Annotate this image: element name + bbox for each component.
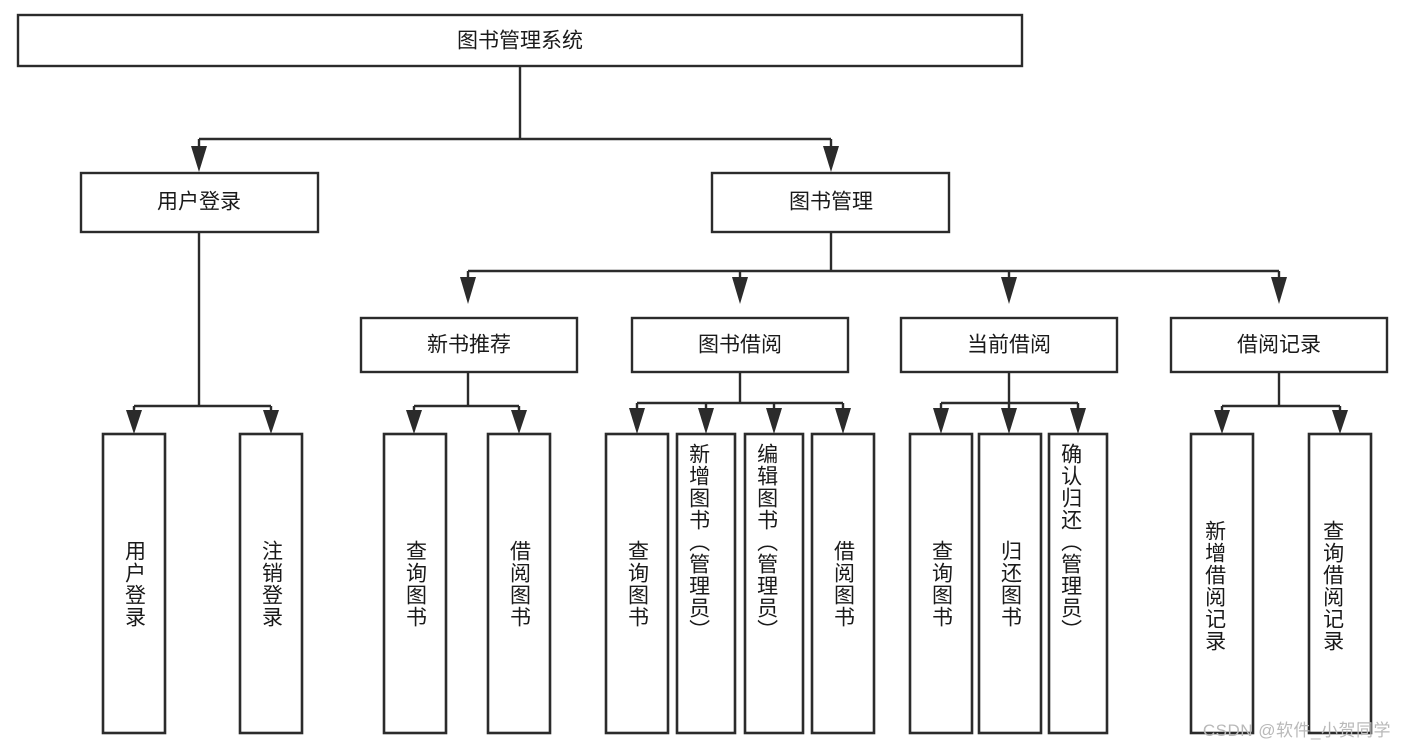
leaf-box[interactable] xyxy=(743,432,805,735)
connector-group-new-book xyxy=(406,373,527,434)
leaf-label: 注销登录 xyxy=(260,540,284,628)
leaf-label: 新增借阅记录 xyxy=(1203,520,1227,652)
leaf-label: 查询图书 xyxy=(626,540,650,628)
leaf-current-borrow-2[interactable]: 确认归还（管理员） xyxy=(1047,432,1109,735)
leaf-label: 查询借阅记录 xyxy=(1321,520,1345,652)
arrowhead-icon xyxy=(933,408,949,434)
arrowhead-icon xyxy=(1214,410,1230,434)
leaf-box[interactable] xyxy=(238,432,304,735)
arrowhead-icon xyxy=(191,146,207,172)
node-book-management-label: 图书管理 xyxy=(789,191,873,214)
leaf-current-borrow-0[interactable]: 查询图书 xyxy=(908,432,974,735)
connector-group-borrow-record xyxy=(1214,373,1348,434)
arrowhead-icon xyxy=(263,410,279,434)
leaf-box[interactable] xyxy=(382,432,448,735)
leaf-box[interactable] xyxy=(1307,432,1373,735)
leaf-label: 借阅图书 xyxy=(832,540,856,628)
arrowhead-icon xyxy=(766,408,782,434)
leaf-book-borrow-0[interactable]: 查询图书 xyxy=(604,432,670,735)
leaf-label: 查询图书 xyxy=(404,540,428,628)
node-book-borrow-label: 图书借阅 xyxy=(698,334,782,357)
node-user-login[interactable]: 用户登录 xyxy=(79,171,320,234)
arrowhead-icon xyxy=(629,408,645,434)
node-book-borrow[interactable]: 图书借阅 xyxy=(630,316,850,374)
leaf-label: 确认归还（管理员） xyxy=(1059,443,1083,641)
leaf-box[interactable] xyxy=(604,432,670,735)
leaf-label: 借阅图书 xyxy=(508,540,532,628)
leaf-user-login-1[interactable]: 注销登录 xyxy=(238,432,304,735)
node-current-borrow[interactable]: 当前借阅 xyxy=(899,316,1119,374)
leaf-box[interactable] xyxy=(675,432,737,735)
node-borrow-record-label: 借阅记录 xyxy=(1237,334,1321,357)
arrowhead-icon xyxy=(732,277,748,304)
node-root[interactable]: 图书管理系统 xyxy=(16,13,1024,68)
connector-group-book-borrow xyxy=(629,373,851,434)
leaf-label: 归还图书 xyxy=(999,540,1023,628)
node-current-borrow-label: 当前借阅 xyxy=(967,334,1051,357)
leaf-borrow-record-1[interactable]: 查询借阅记录 xyxy=(1307,432,1373,735)
arrowhead-icon xyxy=(823,146,839,172)
leaf-new-book-1[interactable]: 借阅图书 xyxy=(486,432,552,735)
node-new-book-recommend[interactable]: 新书推荐 xyxy=(359,316,579,374)
leaf-book-borrow-1[interactable]: 新增图书（管理员） xyxy=(675,432,737,735)
node-book-management-box[interactable] xyxy=(710,171,951,234)
connector-group-root xyxy=(191,66,839,172)
leaf-box[interactable] xyxy=(1047,432,1109,735)
arrowhead-icon xyxy=(1001,277,1017,304)
connector-group-current-borrow xyxy=(933,373,1086,434)
leaf-box[interactable] xyxy=(101,432,167,735)
connector-group-book-management xyxy=(460,233,1287,304)
node-user-login-label: 用户登录 xyxy=(157,191,241,214)
leaf-label: 用户登录 xyxy=(123,540,147,628)
arrowhead-icon xyxy=(698,408,714,434)
leaf-box[interactable] xyxy=(486,432,552,735)
arrowhead-icon xyxy=(126,410,142,434)
arrowhead-icon xyxy=(1070,408,1086,434)
leaf-book-borrow-3[interactable]: 借阅图书 xyxy=(810,432,876,735)
leaf-new-book-0[interactable]: 查询图书 xyxy=(382,432,448,735)
arrowhead-icon xyxy=(460,277,476,304)
node-root-label: 图书管理系统 xyxy=(457,30,583,53)
node-root-box[interactable] xyxy=(16,13,1024,68)
leaf-box[interactable] xyxy=(1189,432,1255,735)
leaf-current-borrow-1[interactable]: 归还图书 xyxy=(977,432,1043,735)
connector-group-user-login xyxy=(126,233,279,434)
leaf-box[interactable] xyxy=(977,432,1043,735)
node-borrow-record[interactable]: 借阅记录 xyxy=(1169,316,1389,374)
node-current-borrow-box[interactable] xyxy=(899,316,1119,374)
leaf-box[interactable] xyxy=(908,432,974,735)
leaf-label: 新增图书（管理员） xyxy=(687,443,711,641)
leaf-box[interactable] xyxy=(810,432,876,735)
node-borrow-record-box[interactable] xyxy=(1169,316,1389,374)
arrowhead-icon xyxy=(1332,410,1348,434)
leaf-user-login-0[interactable]: 用户登录 xyxy=(101,432,167,735)
leaf-book-borrow-2[interactable]: 编辑图书（管理员） xyxy=(743,432,805,735)
arrowhead-icon xyxy=(1001,408,1017,434)
node-new-book-recommend-box[interactable] xyxy=(359,316,579,374)
node-user-login-box[interactable] xyxy=(79,171,320,234)
node-book-management[interactable]: 图书管理 xyxy=(710,171,951,234)
leaf-label: 编辑图书（管理员） xyxy=(755,443,779,641)
arrowhead-icon xyxy=(406,410,422,434)
arrowhead-icon xyxy=(835,408,851,434)
leaf-borrow-record-0[interactable]: 新增借阅记录 xyxy=(1189,432,1255,735)
node-book-borrow-box[interactable] xyxy=(630,316,850,374)
arrowhead-icon xyxy=(511,410,527,434)
leaf-label: 查询图书 xyxy=(930,540,954,628)
arrowhead-icon xyxy=(1271,277,1287,304)
node-new-book-recommend-label: 新书推荐 xyxy=(427,334,511,357)
